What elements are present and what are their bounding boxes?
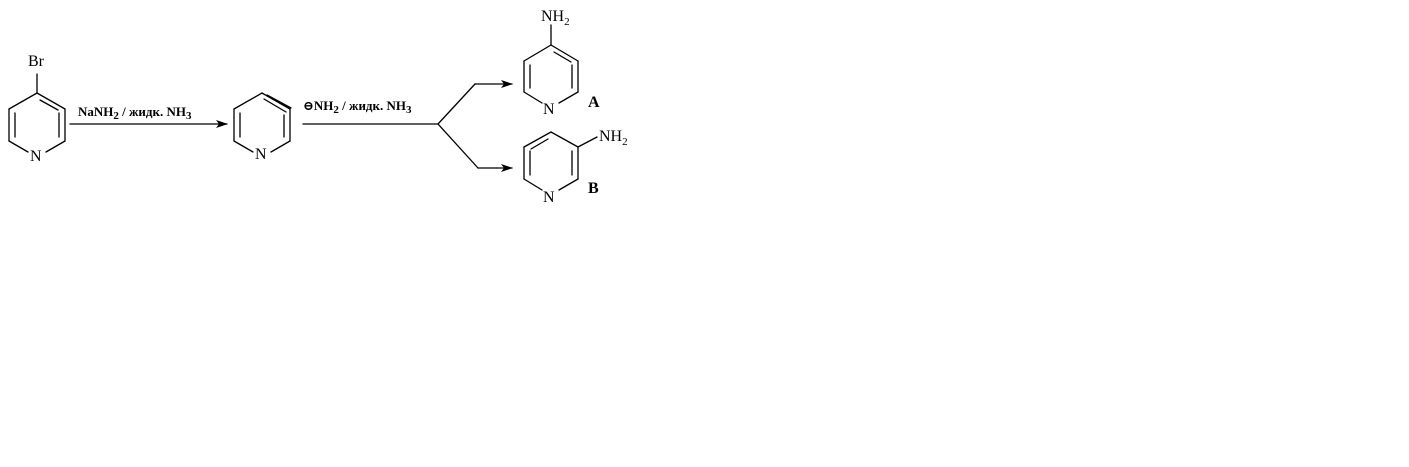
ring-nitrogen-label: N	[30, 148, 42, 165]
reactant-4-bromopyridine: Br N	[8, 53, 66, 165]
amino-group-label: NH2	[599, 128, 628, 148]
arrow-step-2: ⊖NH2 / жидк. NH3	[302, 80, 513, 172]
ring-nitrogen-label: N	[543, 101, 555, 118]
amino-group-label: NH2	[541, 8, 570, 28]
bromine-label: Br	[28, 53, 45, 70]
arrow-step-1: NaNH2 / жидк. NH3	[69, 104, 228, 128]
product-b-3-aminopyridine: NH2 N B	[523, 128, 628, 206]
reagent-label-2: ⊖NH2 / жидк. NH3	[303, 98, 412, 116]
intermediate-pyridyne: N	[233, 92, 292, 163]
ring-nitrogen-label: N	[543, 189, 555, 206]
product-a-label: A	[588, 94, 600, 111]
ring-nitrogen-label: N	[255, 146, 267, 163]
product-b-label: B	[588, 180, 599, 197]
product-a-4-aminopyridine: NH2 N A	[523, 8, 600, 118]
reagent-label-1: NaNH2 / жидк. NH3	[78, 104, 192, 122]
